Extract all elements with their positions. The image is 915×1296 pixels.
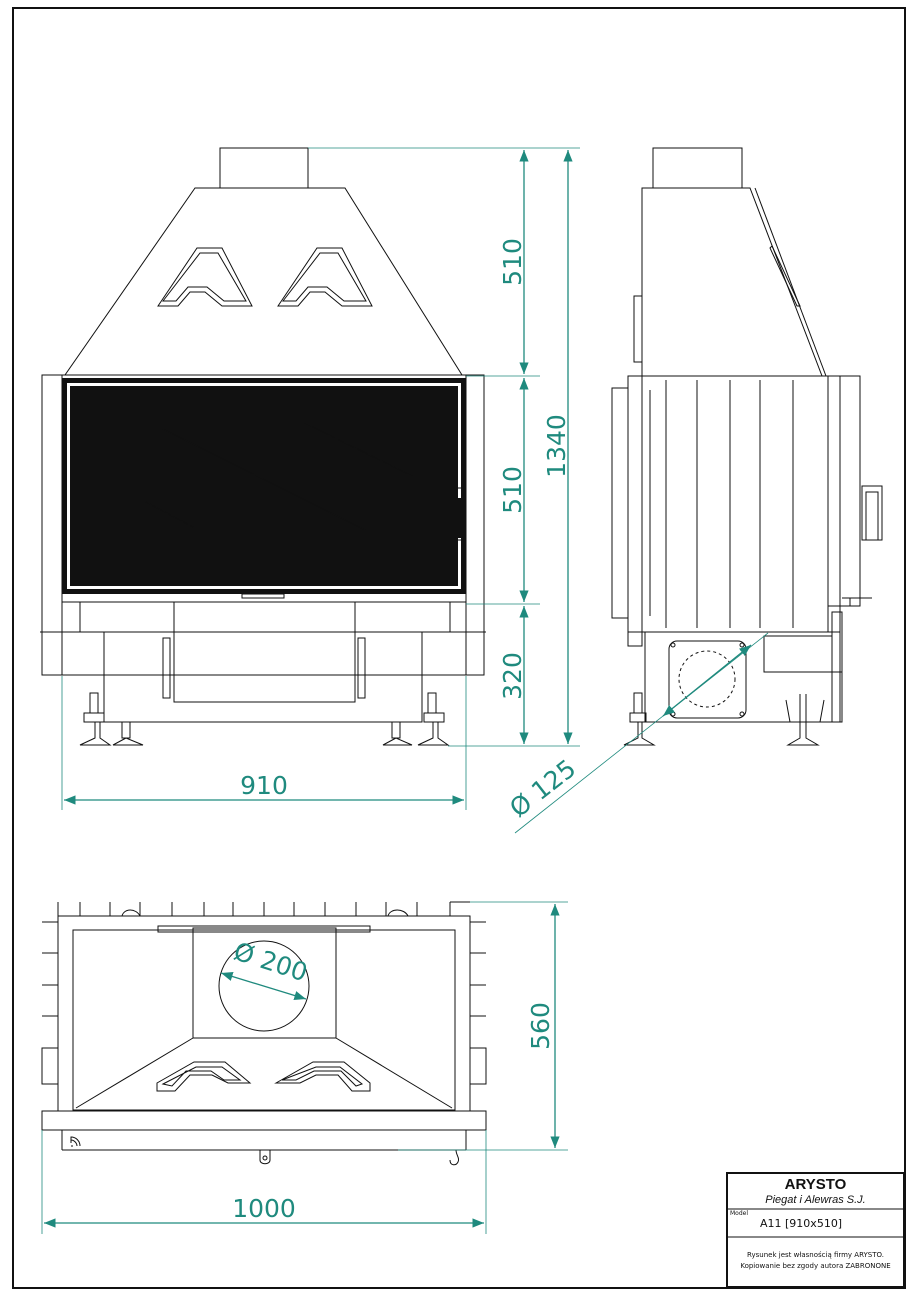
side-flue-collar (652, 147, 743, 189)
top-dimensions: Ø 200 560 1000 (41, 901, 568, 1234)
dim-top-height: 510 (498, 238, 527, 286)
vent-opening-right (277, 247, 373, 307)
door-handle (450, 487, 465, 541)
side-flue-outlet (678, 650, 736, 708)
title-owners: Piegat i Alewras S.J. (765, 1194, 866, 1206)
side-body (627, 375, 829, 633)
side-base (644, 631, 841, 723)
top-view (41, 901, 487, 1166)
front-flue-collar (219, 147, 309, 189)
dim-top-width: 1000 (232, 1194, 296, 1223)
title-model-value: A11 [910x510] (760, 1217, 843, 1230)
vent-opening-left (157, 247, 253, 307)
front-body (41, 374, 485, 676)
front-legs (79, 692, 450, 746)
dim-flue-side-line (662, 644, 752, 717)
top-flue-outlet (218, 940, 310, 1032)
title-block-frame (726, 1172, 905, 1288)
ash-box (173, 631, 356, 703)
top-vent-right (274, 1061, 371, 1092)
door-glass (83, 397, 445, 575)
title-model-label: Model (730, 1210, 749, 1217)
front-hood (64, 187, 463, 376)
top-front-plate (41, 1110, 487, 1131)
side-view (611, 147, 883, 746)
front-base (103, 631, 423, 723)
dim-base-height: 320 (498, 652, 527, 700)
side-handle (861, 485, 883, 541)
title-note-line2: Kopiowanie bez zgody autora ZABRONONE (740, 1262, 891, 1270)
dim-door-height: 510 (498, 466, 527, 514)
front-dimensions: 510 510 320 1340 910 (61, 147, 580, 810)
top-flue-box (192, 927, 337, 1039)
dim-front-width: 910 (240, 771, 288, 800)
dim-flue-side: Ø 125 (504, 754, 581, 823)
dim-flue-top-line (220, 971, 307, 1001)
dim-top-depth: 560 (526, 1002, 555, 1050)
top-vent-left (156, 1061, 252, 1092)
title-company: ARYSTO (784, 1176, 847, 1193)
side-flue-dimension: Ø 125 (504, 632, 769, 834)
front-view (40, 147, 486, 746)
dim-total-height: 1340 (542, 414, 571, 478)
sheet-border (12, 7, 906, 1289)
title-note-line1: Rysunek jest własnością firmy ARYSTO. (747, 1251, 884, 1259)
side-hood (641, 187, 823, 377)
